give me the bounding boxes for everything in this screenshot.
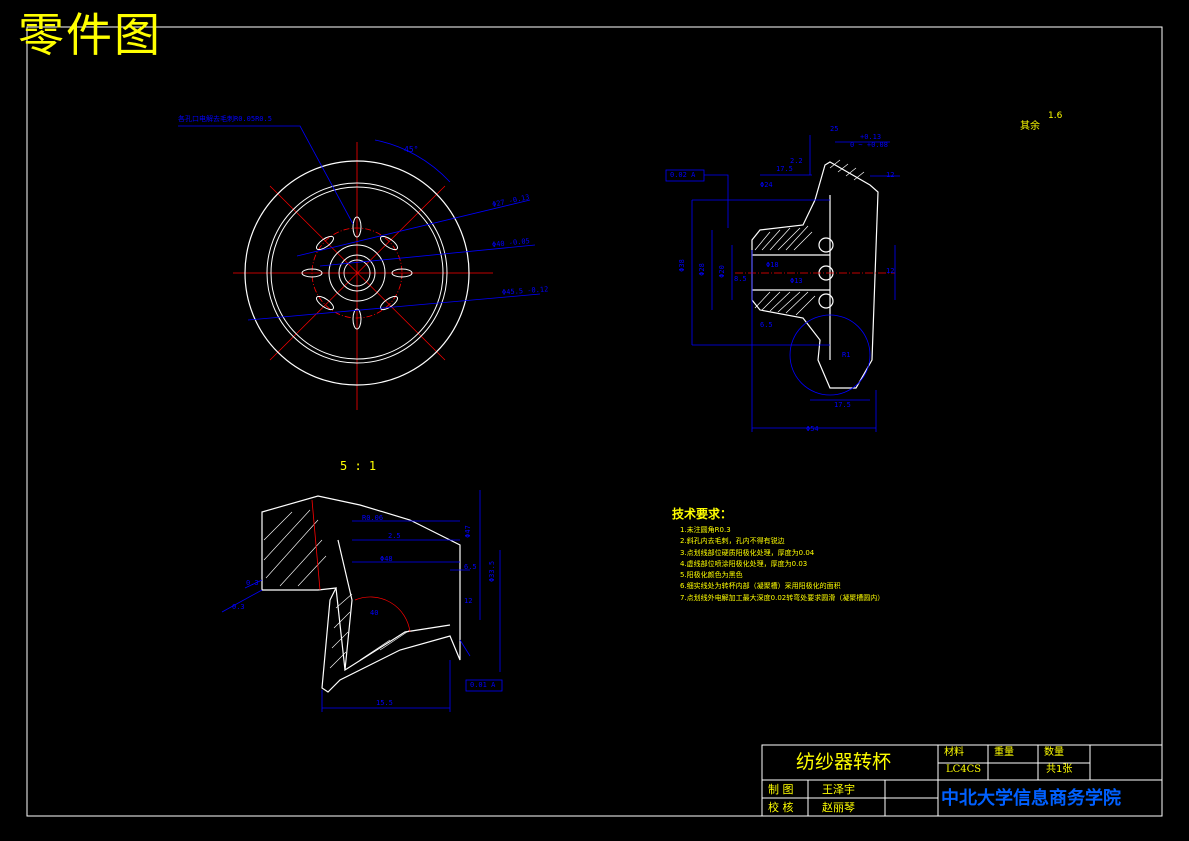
sheet-title: 零件图 [18,8,162,62]
detail-view [221,490,503,712]
tech-item: 1.未注圆角R0.3 [680,526,731,534]
pitch-circle [311,227,403,319]
title-block [761,744,1163,817]
det-dim-phi47: Φ47 [463,525,472,538]
sec-dim-phi24: Φ24 [760,181,773,189]
centerline-d2 [269,185,446,361]
det-dim-phi33-5: Φ33.5 [488,560,497,583]
tech-item: 3.点划线部位硬质阳极化处理，厚度为0.04 [680,548,815,557]
det-dim-12: 12 [464,597,473,605]
slots [301,216,413,330]
det-dim-2-5: 2.5 [388,532,401,540]
sec-dim-6-5: 6.5 [760,321,773,329]
material-value: LC4CS [946,764,982,775]
det-dim-6-5: 6.5 [464,563,477,571]
tech-title: 技术要求： [672,507,733,521]
sec-dim-phi13: Φ13 [790,277,803,285]
hub-circle [328,244,386,302]
sec-dim-tol1: +0.13 [860,133,882,141]
tech-item: 6.细实线处为转杯内部（凝聚槽）采用阳极化的面积 [680,582,841,591]
sec-dim-17-5a: 17.5 [776,165,793,173]
sec-dim-12a: 12 [886,171,895,179]
tech-item: 7.点划线外电解加工最大深度0.02转弯处要求圆滑（凝聚槽圆内） [680,593,885,602]
sec-dim-phi28: Φ28 [697,263,706,276]
section-view [665,135,900,432]
sec-dim-r1: R1 [842,351,851,359]
det-tolerance-frame: 0.01 A [470,681,496,689]
bore-circle [338,254,376,292]
det-dim-phi48: Φ48 [380,555,393,563]
sec-dim-phi38: Φ38 [677,259,686,272]
tech-item: 4.虚线部位喷涂阳极化处理，厚度为0.03 [680,559,808,568]
tech-item: 2.斜孔内去毛刺，孔内不得有锐边 [680,537,785,546]
school-name: 中北大学信息商务学院 [941,788,1121,809]
sec-dim-phi18: Φ18 [766,261,779,269]
top-view [178,125,541,410]
name-drawn: 王泽宇 [822,783,855,796]
detail-scale-label: 5 : 1 [340,459,377,473]
header-material: 材料 [944,747,964,758]
sec-dim-phi20: Φ20 [717,265,726,278]
header-quantity: 数量 [1044,747,1064,758]
role-drawn: 制 图 [768,783,794,796]
roughness-label: 其余 [1020,121,1040,132]
tech-item: 5.阳极化颜色为黑色 [680,571,743,580]
roughness-symbol: 其余 1.6 [1020,111,1062,132]
sec-dim-17-5b: 17.5 [834,401,851,409]
bore-inner [343,259,371,287]
tech-requirements: 技术要求： 1.未注圆角R0.3 2.斜孔内去毛刺，孔内不得有锐边 3.点划线部… [672,505,884,604]
sec-tolerance-frame: 0.02 A [670,171,696,179]
roughness-value: 1.6 [1048,111,1063,121]
sec-dim-phi54: Φ54 [806,425,819,433]
det-dim-15-5: 15.5 [376,699,393,707]
top-angle: 45° [404,145,419,154]
sec-dim-12b: 12 [886,267,895,275]
det-dim-0-3b: 0.3 [246,579,259,587]
top-note: 各孔口电解去毛刺R0.05R0.5 [178,115,272,123]
part-name: 纺纱器转杯 [796,751,892,773]
sec-dim-2-2: 2.2 [790,157,803,165]
sec-dim-8-5: 8.5 [734,275,747,283]
outer-circle [244,160,470,386]
sec-dim-25: 25 [830,125,839,133]
sheet-count: 共1张 [1046,764,1073,775]
sheet-border [26,26,1163,817]
name-checked: 赵丽琴 [822,801,855,814]
det-dim-0-3a: 0.3 [232,603,245,611]
sec-dim-tol2: 0 ~ +0.08 [850,141,888,149]
header-weight: 重量 [994,747,1014,758]
det-dim-r006: R0.06 [362,514,384,522]
rim-circle [266,182,448,364]
rim-circle-2 [270,186,444,360]
role-checked: 校 核 [768,801,794,814]
det-dim-40: 40 [370,609,379,617]
